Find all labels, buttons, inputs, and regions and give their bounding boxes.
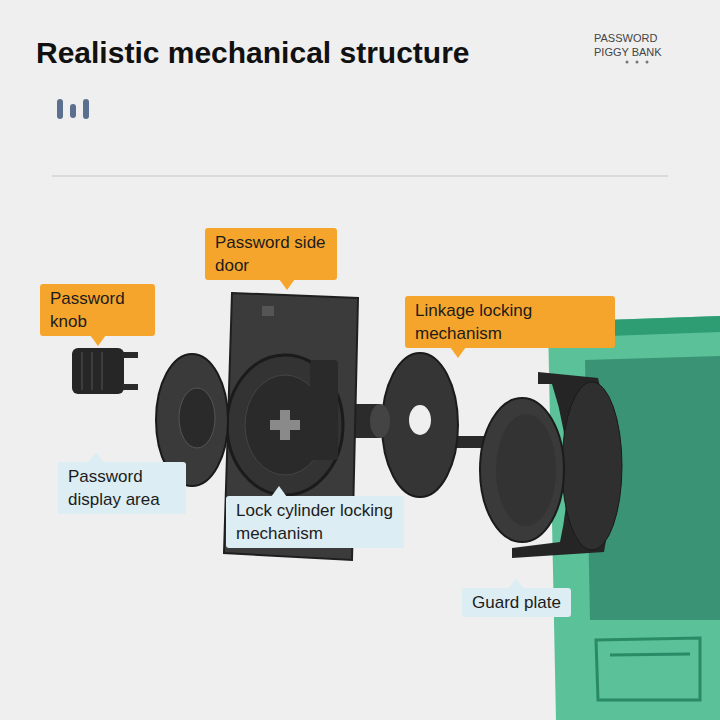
callout-box: Password display area <box>58 462 186 514</box>
callout-text: Lock cylinder locking mechanism <box>236 499 394 545</box>
callout-text: Guard plate <box>472 591 561 614</box>
callout-text: Password knob <box>50 287 145 333</box>
page-title: Realistic mechanical structure <box>36 36 470 70</box>
callout-text: Linkage locking mechanism <box>415 299 605 345</box>
callout-box: Password knob <box>40 284 155 336</box>
brand-bars <box>57 99 89 119</box>
callout-tail <box>508 578 524 589</box>
callout-text: Password display area <box>68 465 176 511</box>
divider-line <box>52 175 668 176</box>
callout-box: Lock cylinder locking mechanism <box>226 496 404 548</box>
knob-part <box>72 348 138 394</box>
callout-text: Password side door <box>215 231 327 277</box>
callout-tail <box>271 486 287 497</box>
callout-tail <box>279 279 295 290</box>
callout-box: Guard plate <box>462 588 571 617</box>
callout-tail <box>450 347 466 358</box>
callout-box: Linkage locking mechanism <box>405 296 615 348</box>
brand-label: PASSWORD PIGGY BANK <box>594 31 674 59</box>
brand-dots <box>626 61 649 64</box>
callout-tail <box>88 452 104 463</box>
callout-tail <box>90 335 106 346</box>
linkage-parts <box>382 353 564 542</box>
callout-box: Password side door <box>205 228 337 280</box>
